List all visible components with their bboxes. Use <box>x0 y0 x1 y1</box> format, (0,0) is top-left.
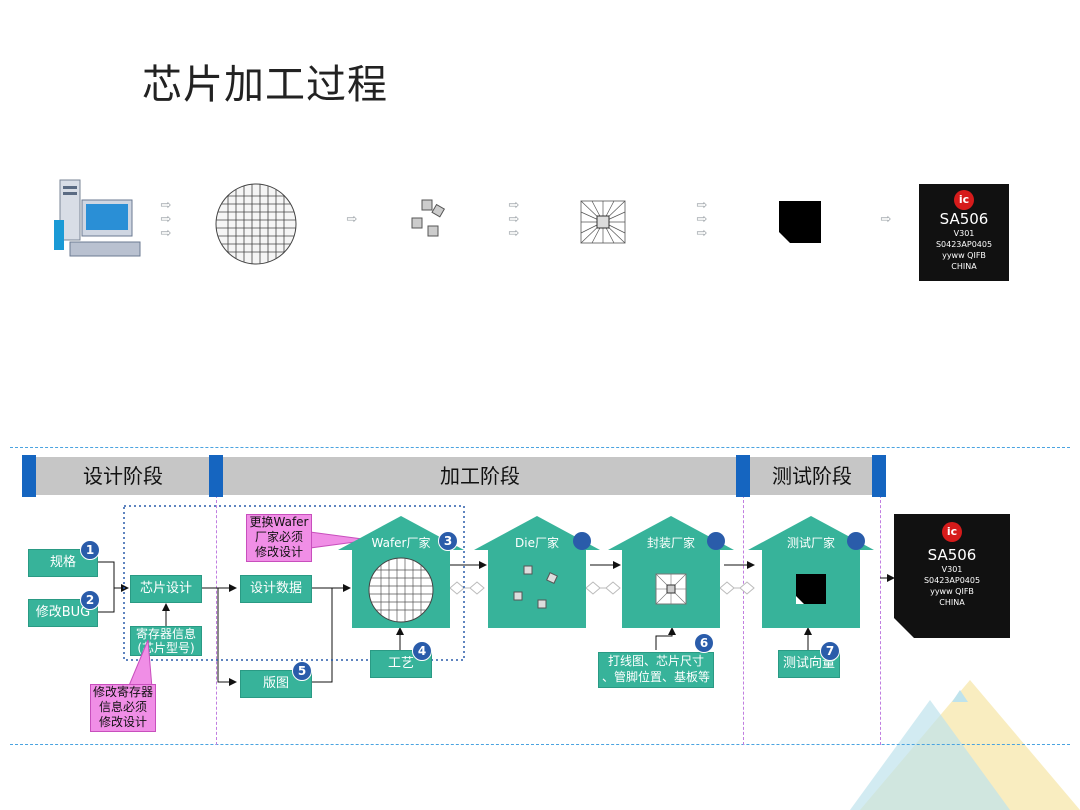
step-1-badge: 1 <box>80 540 100 560</box>
register-info-box: 寄存器信息 (芯片型号) <box>130 626 202 656</box>
phase-post <box>22 455 36 497</box>
brand-logo-icon: ic <box>954 190 974 210</box>
wafer-factory-house <box>338 516 464 628</box>
phase-design: 设计阶段 <box>83 464 163 488</box>
chip-bottom: ic SA506 V301 S0423AP0405 yyww QIFB CHIN… <box>904 522 1000 608</box>
step-5-badge: 5 <box>292 661 312 681</box>
flow-arrow-5: ⇨ <box>880 212 892 227</box>
decorative-triangles <box>850 680 1080 810</box>
top-dashed-line <box>10 447 1070 448</box>
divider-process <box>743 495 744 745</box>
bottom-dashed-line <box>10 744 1070 745</box>
packaged-chip-image <box>779 201 821 243</box>
die-factory-label: Die厂家 <box>515 536 559 550</box>
chip-bottom-shape <box>894 514 1010 638</box>
step-4-badge: 4 <box>412 641 432 661</box>
wafer-change-note: 更换Wafer 厂家必须 修改设计 <box>246 514 312 562</box>
test-factory-house <box>748 516 874 628</box>
chip-top: ic SA506 V301 S0423AP0405 yyww QIFB CHIN… <box>919 184 1009 281</box>
chip-design-box: 芯片设计 <box>130 575 202 603</box>
design-data-box: 设计数据 <box>240 575 312 603</box>
step-7-badge: 7 <box>820 641 840 661</box>
divider-design <box>216 495 217 745</box>
phase-post <box>872 455 886 497</box>
test-vectors-box: 测试向量 <box>778 650 840 678</box>
brand-logo-icon: ic <box>942 522 962 542</box>
package-factory-label: 封装厂家 <box>646 536 695 550</box>
phase-post <box>736 455 750 497</box>
page-title: 芯片加工过程 <box>142 62 388 108</box>
phase-test: 测试阶段 <box>772 464 852 488</box>
wafer-factory-label: Wafer厂家 <box>371 536 431 550</box>
bonding-info-box: 打线图、芯片尺寸 、管脚位置、基板等 <box>598 652 714 688</box>
flow-arrows-3: ⇨ ⇨ ⇨ <box>508 198 520 241</box>
step-3-badge: 3 <box>438 531 458 551</box>
wafer-image <box>215 183 297 265</box>
test-factory-label: 测试厂家 <box>786 536 835 550</box>
register-change-note: 修改寄存器 信息必须 修改设计 <box>90 684 156 732</box>
divider-test <box>880 495 881 745</box>
phase-post <box>209 455 223 497</box>
bug-box: 修改BUG <box>28 599 98 627</box>
die-factory-house <box>474 516 600 628</box>
step-2-badge: 2 <box>80 590 100 610</box>
step-6-badge: 6 <box>694 633 714 653</box>
flow-arrows-1: ⇨ ⇨ ⇨ <box>160 198 172 241</box>
flow-arrow-2: ⇨ <box>346 212 358 227</box>
dies-image <box>411 199 446 237</box>
flow-arrows-4: ⇨ ⇨ ⇨ <box>696 198 708 241</box>
package-factory-house <box>608 516 734 628</box>
phase-process: 加工阶段 <box>440 464 520 488</box>
computer-icon <box>54 179 141 257</box>
bonding-image <box>580 200 626 244</box>
